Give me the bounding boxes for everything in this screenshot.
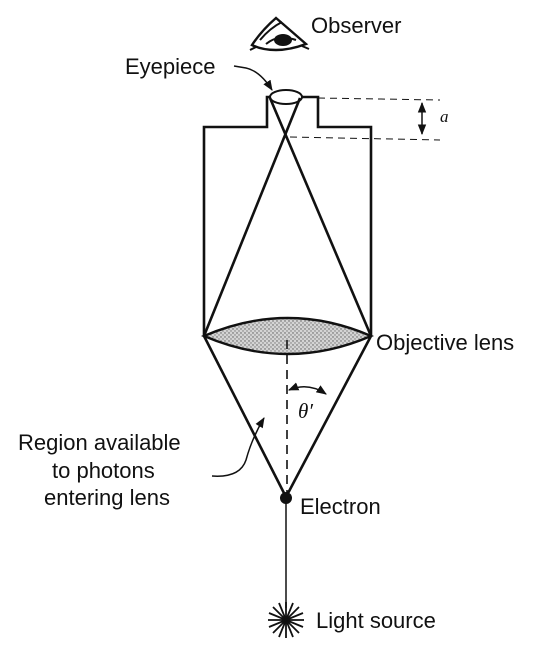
region-label-line1: Region available	[18, 430, 181, 455]
ray-line-left	[202, 97, 302, 337]
eyepiece-lens	[269, 89, 303, 105]
dimension-a-guide-top	[317, 97, 441, 101]
microscope-tube-outline	[202, 95, 373, 336]
region-label-line3: entering lens	[44, 485, 170, 510]
region-label-line2: to photons	[52, 458, 155, 483]
ray-line-right	[268, 97, 373, 337]
lower-cone-right	[284, 335, 373, 498]
light-source-star-icon	[268, 602, 304, 638]
theta-label: θ′	[298, 399, 313, 423]
dimension-a-guide-bottom	[289, 136, 441, 141]
electron-dot	[280, 492, 292, 504]
observer-label: Observer	[311, 13, 401, 38]
light-source-label: Light source	[316, 608, 436, 633]
electron-label: Electron	[300, 494, 381, 519]
eyepiece-leader-line	[233, 65, 273, 91]
objective-lens-label: Objective lens	[376, 330, 514, 355]
theta-angle-arc	[288, 382, 327, 395]
lower-cone-left	[202, 335, 288, 498]
eyepiece-label: Eyepiece	[125, 54, 216, 79]
observer-eye-icon	[249, 16, 310, 52]
region-leader-curve	[211, 417, 265, 477]
dimension-a-label: a	[440, 107, 449, 126]
